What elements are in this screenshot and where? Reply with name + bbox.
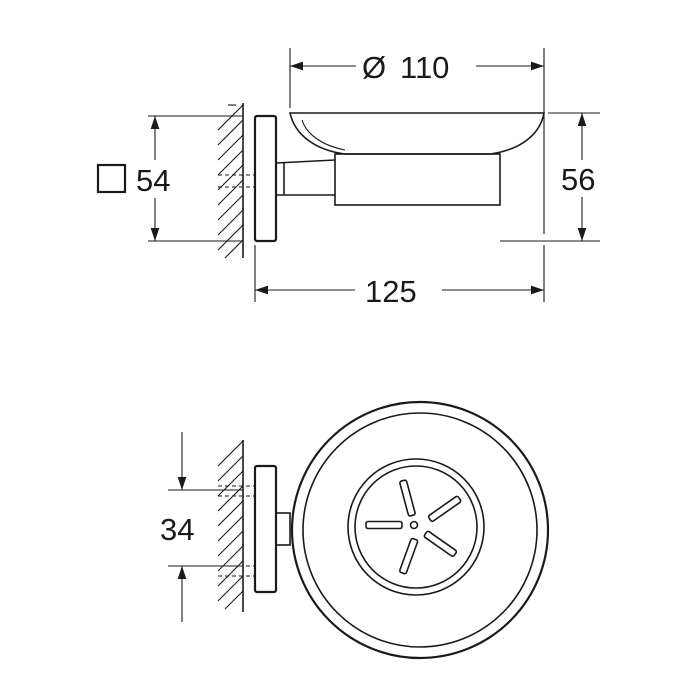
rosette-size-value: 54 [136,163,170,198]
rosette-height-dimension: 34 [160,432,194,622]
front-view: 34 [160,400,550,660]
diameter-dimension: Ø 110 [290,50,544,85]
holder-ring-outer [290,400,550,660]
diameter-symbol: Ø [362,50,386,85]
wall-hatching-bottom [217,440,244,612]
rosette-plate-side [253,114,278,243]
holder-ring-side [334,153,501,206]
dish-rim [302,412,538,648]
screw-lines-top [218,174,255,188]
depth-dimension: 125 [255,274,544,309]
dish-inner-curve [301,119,346,151]
wall-hatching-top [217,103,244,259]
rosette-size-dimension: 54 [96,115,170,241]
drain-slots [365,479,462,575]
height-value: 56 [561,162,595,197]
holder-arm-front [275,512,291,546]
dish-center-inner [354,465,478,589]
height-dimension: 56 [561,113,595,241]
soap-dish-side [288,112,545,155]
side-view: Ø 110 56 125 54 [96,48,600,309]
screw-lines-bottom [218,485,255,577]
rosette-plate-front [253,464,278,594]
diameter-value: 110 [400,50,449,85]
drain-center-dot [409,520,419,530]
dish-center-outer [347,458,485,596]
rosette-height-value: 34 [160,512,194,547]
square-outline-icon [96,163,127,194]
holder-arm-side [275,159,336,196]
depth-value: 125 [365,274,417,309]
